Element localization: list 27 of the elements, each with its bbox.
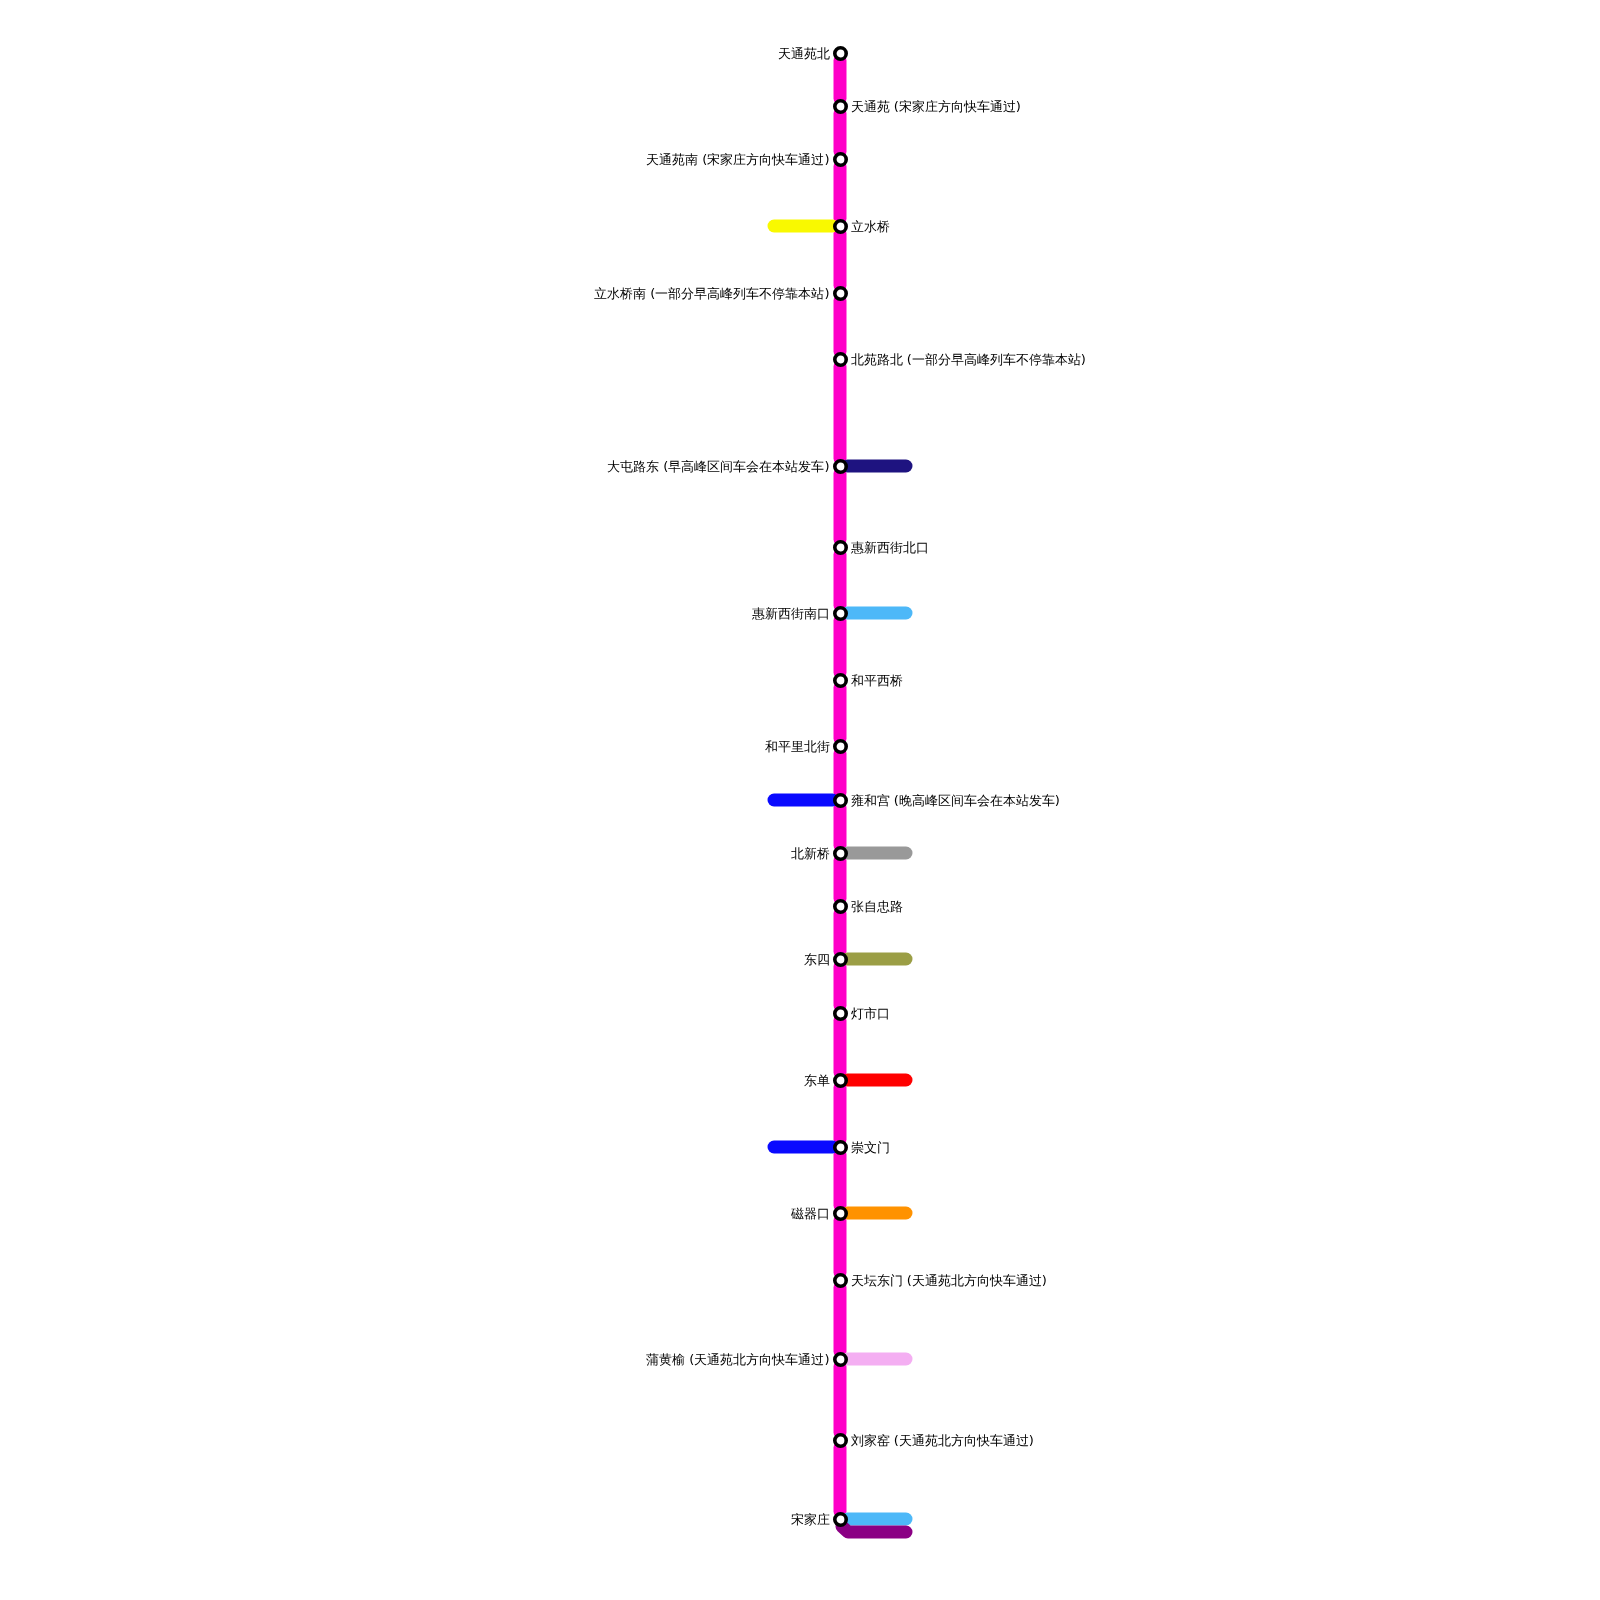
- station-name: 东单: [803, 1072, 830, 1088]
- station-name: 崇文门: [850, 1139, 890, 1155]
- station-name: 和平西桥: [850, 672, 903, 688]
- station-name: 北苑路北 (一部分早高峰列车不停靠本站): [850, 351, 1086, 367]
- station-name: 惠新西街南口: [751, 605, 830, 621]
- transfer-line-stub: [767, 1140, 839, 1154]
- station-name: 雍和宫 (晚高峰区间车会在本站发车): [850, 792, 1060, 808]
- station-name: 天坛东门 (天通苑北方向快车通过): [850, 1272, 1047, 1288]
- station-name: 天通苑南 (宋家庄方向快车通过): [646, 151, 830, 167]
- transfer-line-stub: [767, 219, 839, 233]
- station-name: 和平里北街: [764, 738, 830, 754]
- station-name: 惠新西街北口: [850, 539, 929, 555]
- station-name: 张自忠路: [850, 898, 903, 914]
- station-name: 天通苑 (宋家庄方向快车通过): [850, 98, 1021, 114]
- station-name: 天通苑北: [777, 45, 830, 61]
- station-name: 磁器口: [790, 1205, 830, 1221]
- station-name: 刘家窑 (天通苑北方向快车通过): [850, 1432, 1034, 1448]
- station-name: 灯市口: [850, 1005, 890, 1021]
- station-name: 北新桥: [790, 845, 830, 861]
- station-name: 立水桥: [850, 218, 890, 234]
- station-name: 宋家庄: [790, 1511, 830, 1527]
- transfer-line-stub: [767, 793, 839, 807]
- transfer-line-stub: [835, 1520, 913, 1539]
- station-name: 蒲黄榆 (天通苑北方向快车通过): [646, 1351, 830, 1367]
- station-name: 东四: [803, 951, 830, 967]
- station-name: 立水桥南 (一部分早高峰列车不停靠本站): [594, 285, 830, 301]
- station-name: 大屯路东 (早高峰区间车会在本站发车): [607, 458, 830, 474]
